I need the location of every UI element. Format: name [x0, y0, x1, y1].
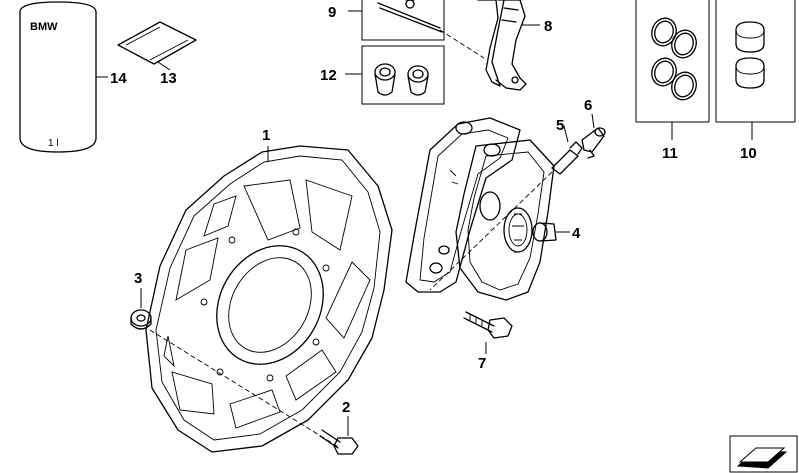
part-8-brake-pads: [477, 0, 527, 91]
orientation-arrow-icon: [729, 435, 798, 473]
callout-13: 13: [160, 70, 177, 87]
part-5-bleed-screw: [551, 141, 583, 175]
callout-5: 5: [556, 117, 564, 134]
callout-7: 7: [478, 355, 486, 372]
callout-4: 4: [572, 225, 581, 242]
part-14-grease-can: BMW 1 l: [19, 1, 97, 153]
part-3-washer: [130, 309, 152, 330]
callout-14: 14: [110, 70, 127, 87]
part-6-bleed-cap: [581, 127, 606, 159]
can-brand-label: BMW: [30, 21, 58, 33]
callout-9: 9: [328, 4, 336, 21]
part-2-disc-bolt: [319, 429, 359, 455]
part-11-o-ring-kit: [635, 0, 710, 123]
callout-2: 2: [342, 399, 350, 416]
can-volume-label: 1 l: [48, 138, 59, 149]
part-1-brake-disc: [145, 145, 393, 453]
part-12-seal-kit: [361, 45, 445, 105]
part-9-retaining-pin: [361, 0, 445, 41]
callout-10: 10: [740, 145, 757, 162]
caliper-assembly: [405, 117, 555, 301]
callout-1: 1: [262, 127, 270, 144]
callout-11: 11: [662, 145, 678, 162]
part-4-plug: [532, 222, 557, 242]
callout-6: 6: [584, 97, 592, 114]
callout-12: 12: [320, 67, 337, 84]
callout-8: 8: [544, 18, 552, 35]
callout-3: 3: [134, 270, 142, 287]
part-13-grease-sachet: [117, 21, 197, 65]
part-7-caliper-bolt: [463, 311, 513, 339]
part-10-piston-kit: [715, 0, 796, 123]
